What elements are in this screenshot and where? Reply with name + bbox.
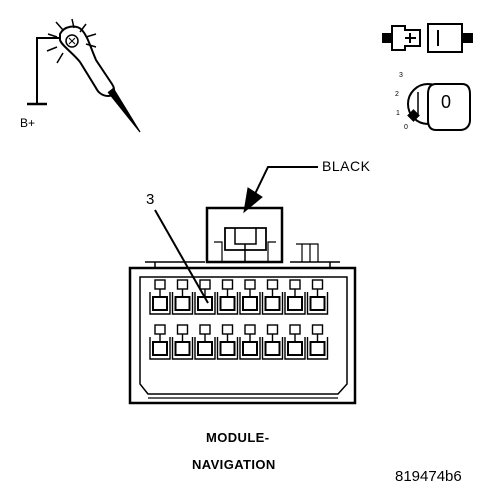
- connector-pin-cavity: [194, 324, 216, 360]
- pin-3-leader: [154, 209, 209, 304]
- connector-name-line2: NAVIGATION: [192, 457, 276, 472]
- pin-number-label: 3: [146, 191, 155, 208]
- key-position-1: 1: [396, 110, 400, 117]
- connector-pin-cavity: [149, 324, 171, 360]
- black-label-leader: [243, 166, 318, 214]
- connector-name-line1: MODULE-: [206, 430, 270, 445]
- connector-pin-cavity: [216, 324, 239, 360]
- connector-pin-cavity: [284, 279, 306, 315]
- connector-pin-cavity: [239, 279, 261, 315]
- connector-pin-cavity: [306, 279, 329, 315]
- figure-id: 819474b6: [395, 468, 462, 485]
- connector-pin-cavity: [306, 324, 329, 360]
- connector-pin-cavity: [149, 279, 171, 315]
- connector-pin-cavity: [261, 324, 284, 360]
- test-light-icon: [27, 18, 141, 133]
- connector-pin-cavity: [261, 279, 284, 315]
- connector-pin-cavity: [171, 324, 194, 360]
- key-position-2: 2: [395, 91, 399, 98]
- connector-body: [128, 206, 357, 405]
- key-position-label: 0: [441, 92, 452, 112]
- connector-pin-cavity: [216, 279, 239, 315]
- connector-pin-cavity: [239, 324, 261, 360]
- connector-color-label: BLACK: [322, 158, 371, 174]
- key-position-0: 0: [404, 124, 408, 131]
- connector-pin-cavity: [284, 324, 306, 360]
- connector-pin-cavity: [194, 279, 216, 315]
- connector-disconnect-icon: [382, 23, 473, 53]
- key-position-3: 3: [399, 72, 403, 79]
- ignition-key-icon: [407, 83, 471, 131]
- connector-pin-grid: [149, 279, 329, 360]
- supply-label: B+: [20, 116, 36, 130]
- connector-pin-cavity: [171, 279, 194, 315]
